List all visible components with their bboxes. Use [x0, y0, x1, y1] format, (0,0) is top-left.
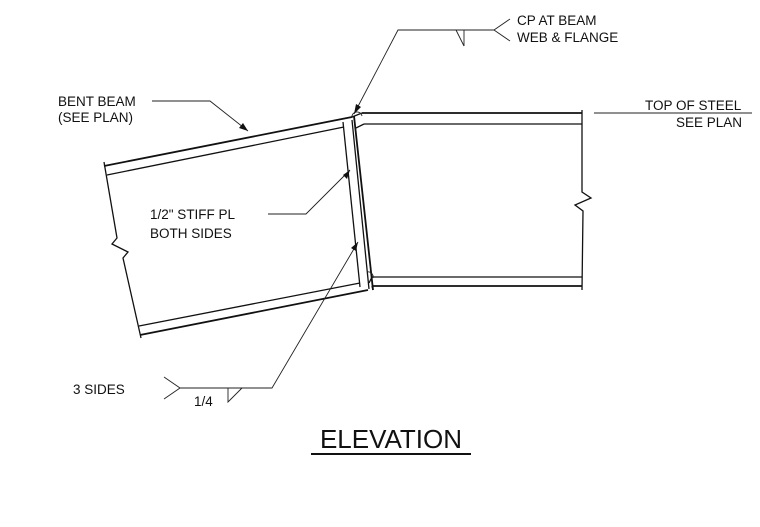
cp-weld-leader [353, 18, 511, 115]
top-of-steel-sub-label: SEE PLAN [676, 115, 742, 130]
stiffener-sub-label: BOTH SIDES [150, 226, 232, 241]
straight-beam [351, 110, 593, 291]
cp-weld-sub-label: WEB & FLANGE [517, 30, 618, 45]
bent-beam-label: BENT BEAM [58, 94, 136, 109]
stiffener-plate [342, 115, 374, 291]
stiffener-leader [268, 169, 351, 215]
bent-beam-leader [152, 100, 249, 132]
fillet-weld-label: 3 SIDES [73, 382, 125, 397]
drawing-title: ELEVATION [320, 424, 462, 454]
fillet-weld-size: 1/4 [194, 394, 213, 409]
cp-weld-label: CP AT BEAM [517, 13, 597, 28]
top-of-steel-label: TOP OF STEEL [645, 98, 742, 113]
fillet-weld-leader [163, 241, 359, 404]
stiffener-label: 1/2" STIFF PL [150, 207, 236, 222]
bent-beam-sub-label: (SEE PLAN) [58, 110, 133, 125]
bent-beam [103, 116, 369, 339]
